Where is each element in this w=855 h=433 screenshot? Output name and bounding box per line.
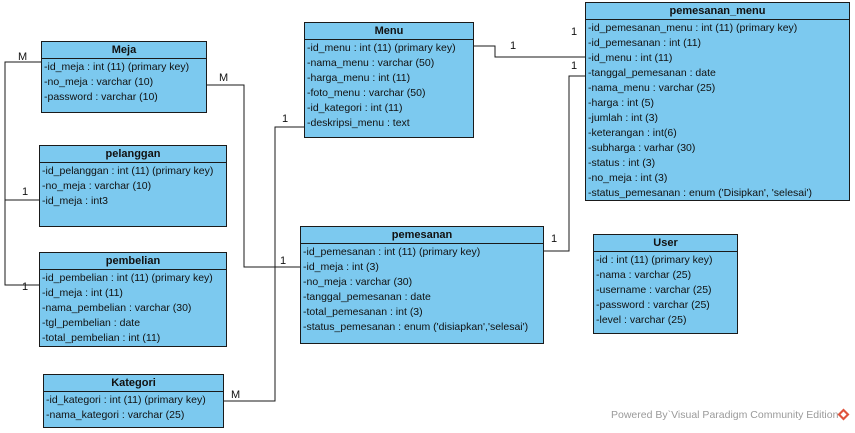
- attribute-row: -status_pemesanan : enum ('disiapkan','s…: [303, 321, 529, 333]
- attribute-row: -id_pemesanan : int (11) (primary key): [303, 246, 481, 258]
- attribute-row: -nama : varchar (25): [596, 269, 692, 281]
- attribute-row: -id_pembelian : int (11) (primary key): [42, 272, 213, 284]
- attribute-row: -no_meja : varchar (30): [303, 276, 413, 288]
- attribute-row: -nama_pembelian : varchar (30): [42, 302, 192, 314]
- entity-title: pemesanan: [301, 227, 543, 244]
- attribute-list: -id_pembelian : int (11) (primary key) -…: [40, 270, 226, 346]
- line-pemesanan-pemesanan-menu: [543, 75, 586, 252]
- attribute-list: -id_kategori : int (11) (primary key) -n…: [44, 392, 223, 423]
- attribute-row: -id_meja : int (11) (primary key): [44, 61, 190, 73]
- entity-pemesanan[interactable]: pemesanan -id_pemesanan : int (11) (prim…: [300, 226, 544, 344]
- multiplicity-meja-right: M: [219, 72, 229, 84]
- line-meja-pelanggan-pembelian: [4, 61, 41, 286]
- attribute-row: -id_pelanggan : int (11) (primary key): [42, 165, 214, 177]
- attribute-row: -subharga : varhar (30): [588, 142, 696, 154]
- attribute-row: -id_menu : int (11) (primary key): [307, 42, 456, 54]
- multiplicity-pemesanan-menu-bottom: 1: [571, 60, 578, 72]
- visual-paradigm-logo-icon: [837, 408, 850, 421]
- attribute-row: -foto_menu : varchar (50): [307, 87, 426, 99]
- multiplicity-meja-left: M: [18, 51, 28, 63]
- attribute-row: -status : int (3): [588, 157, 656, 169]
- attribute-row: -tanggal_pemesanan : date: [303, 291, 431, 303]
- multiplicity-pemesanan-right: 1: [551, 233, 558, 245]
- entity-meja[interactable]: Meja -id_meja : int (11) (primary key) -…: [41, 41, 207, 113]
- multiplicity-pembelian: 1: [22, 281, 29, 293]
- attribute-row: -tanggal_pemesanan : date: [588, 67, 716, 79]
- attribute-row: -harga_menu : int (11): [307, 72, 411, 84]
- attribute-row: -jumlah : int (3): [588, 112, 659, 124]
- attribute-row: -id_meja : int3: [42, 195, 108, 207]
- attribute-row: -deskripsi_menu : text: [307, 117, 410, 129]
- attribute-row: -id : int (11) (primary key): [596, 254, 713, 266]
- attribute-row: -nama_menu : varchar (50): [307, 57, 435, 69]
- attribute-row: -no_meja : varchar (10): [44, 76, 154, 88]
- attribute-row: -status_pemesanan : enum ('Disipkan', 's…: [588, 187, 812, 199]
- line-meja-pemesanan: [206, 84, 301, 268]
- entity-title: Menu: [305, 23, 473, 40]
- attribute-row: -id_menu : int (11): [588, 52, 673, 64]
- attribute-row: -id_meja : int (3): [303, 261, 379, 273]
- entity-title: Meja: [42, 42, 206, 59]
- attribute-list: -id_menu : int (11) (primary key) -nama_…: [305, 40, 473, 131]
- attribute-row: -total_pembelian : int (11): [42, 332, 161, 344]
- line-menu-pemesanan-menu: [473, 45, 586, 58]
- attribute-row: -username : varchar (25): [596, 284, 712, 296]
- attribute-row: -total_pemesanan : int (3): [303, 306, 423, 318]
- attribute-list: -id_pemesanan_menu : int (11) (primary k…: [586, 20, 849, 201]
- watermark-text: Powered By`Visual Paradigm Community Edi…: [611, 409, 839, 421]
- entity-user[interactable]: User -id : int (11) (primary key) -nama …: [593, 234, 738, 334]
- attribute-row: -tgl_pembelian : date: [42, 317, 141, 329]
- attribute-row: -no_meja : int (3): [588, 172, 668, 184]
- entity-title: User: [594, 235, 737, 252]
- entity-title: Kategori: [44, 375, 223, 392]
- attribute-row: -level : varchar (25): [596, 314, 687, 326]
- entity-title: pelanggan: [40, 146, 226, 163]
- attribute-row: -id_kategori : int (11): [307, 102, 403, 114]
- attribute-row: -id_kategori : int (11) (primary key): [46, 394, 206, 406]
- entity-pemesanan-menu[interactable]: pemesanan_menu -id_pemesanan_menu : int …: [585, 2, 850, 201]
- attribute-row: -harga : int (5): [588, 97, 654, 109]
- entity-kategori[interactable]: Kategori -id_kategori : int (11) (primar…: [43, 374, 224, 428]
- multiplicity-menu-kategori: 1: [282, 113, 289, 125]
- attribute-row: -id_meja : int (11): [42, 287, 123, 299]
- entity-title: pembelian: [40, 253, 226, 270]
- line-kategori-menu: [223, 126, 305, 402]
- entity-menu[interactable]: Menu -id_menu : int (11) (primary key) -…: [304, 22, 474, 138]
- multiplicity-kategori: M: [231, 389, 241, 401]
- attribute-list: -id_pemesanan : int (11) (primary key) -…: [301, 244, 543, 335]
- attribute-row: -password : varchar (10): [44, 91, 158, 103]
- attribute-row: -password : varchar (25): [596, 299, 710, 311]
- attribute-row: -keterangan : int(6): [588, 127, 677, 139]
- attribute-row: -nama_menu : varchar (25): [588, 82, 716, 94]
- attribute-row: -no_meja : varchar (10): [42, 180, 152, 192]
- multiplicity-menu-right: 1: [510, 40, 517, 52]
- attribute-list: -id_pelanggan : int (11) (primary key) -…: [40, 163, 226, 209]
- attribute-row: -id_pemesanan : int (11): [588, 37, 702, 49]
- multiplicity-pemesanan-menu-top: 1: [571, 26, 578, 38]
- attribute-list: -id : int (11) (primary key) -nama : var…: [594, 252, 737, 328]
- attribute-row: -nama_kategori : varchar (25): [46, 409, 185, 421]
- multiplicity-pemesanan-left: 1: [280, 255, 287, 267]
- attribute-row: -id_pemesanan_menu : int (11) (primary k…: [588, 22, 798, 34]
- attribute-list: -id_meja : int (11) (primary key) -no_me…: [42, 59, 206, 105]
- multiplicity-pelanggan: 1: [22, 186, 29, 198]
- entity-pembelian[interactable]: pembelian -id_pembelian : int (11) (prim…: [39, 252, 227, 347]
- entity-pelanggan[interactable]: pelanggan -id_pelanggan : int (11) (prim…: [39, 145, 227, 227]
- entity-title: pemesanan_menu: [586, 3, 849, 20]
